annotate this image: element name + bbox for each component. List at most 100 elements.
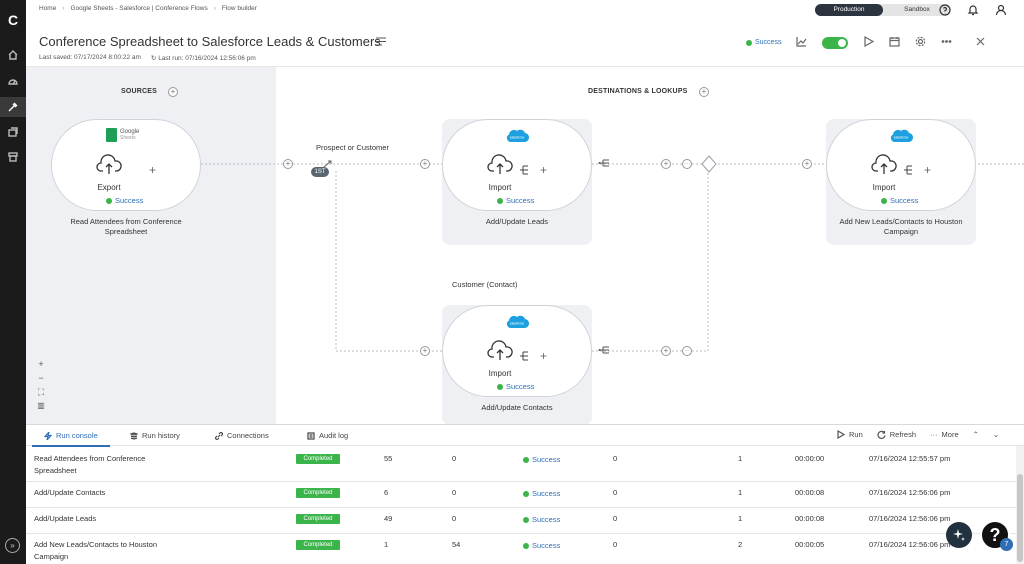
add-step-button[interactable]: + bbox=[283, 159, 293, 169]
row-count: 1 bbox=[738, 454, 743, 463]
mapping-icon[interactable] bbox=[519, 165, 529, 175]
table-row[interactable]: Add New Leads/Contacts to Houston Campai… bbox=[26, 534, 1016, 564]
breadcrumb-current: Flow builder bbox=[221, 5, 257, 12]
branch-tree-icon[interactable] bbox=[598, 345, 610, 355]
step-bubble[interactable]: salesforce + Import Success bbox=[442, 305, 592, 397]
tab-connections[interactable]: Connections bbox=[215, 431, 269, 440]
salesforce-logo-icon: salesforce bbox=[890, 129, 913, 143]
table-row[interactable]: Add/Update Leads Completed 49 0 Success … bbox=[26, 508, 1016, 534]
panel-scrollbar[interactable] bbox=[1016, 446, 1024, 564]
tools-icon[interactable] bbox=[0, 97, 26, 117]
add-step-button[interactable]: + bbox=[802, 159, 812, 169]
notifications-bell-icon[interactable] bbox=[966, 3, 980, 17]
step-bubble[interactable]: salesforce + Import Success bbox=[826, 119, 976, 211]
archive-icon[interactable] bbox=[4, 148, 22, 166]
env-production[interactable]: Production bbox=[815, 4, 883, 16]
add-step-button[interactable]: + bbox=[661, 346, 671, 356]
step-name: Read Attendees from Conference Spreadshe… bbox=[70, 217, 182, 236]
home-icon[interactable] bbox=[4, 46, 22, 64]
destination-step-contacts[interactable]: salesforce + Import Success Add/Update C… bbox=[442, 305, 592, 425]
table-row[interactable]: Add/Update Contacts Completed 6 0 Succes… bbox=[26, 482, 1016, 508]
environment-switch[interactable]: Production Sandbox bbox=[815, 4, 951, 16]
breadcrumb-integration[interactable]: Google Sheets - Salesforce | Conference … bbox=[70, 5, 208, 12]
branch-tree-icon[interactable] bbox=[598, 158, 610, 168]
tab-run-history[interactable]: Run history bbox=[130, 431, 180, 440]
add-destination-button[interactable]: + bbox=[699, 87, 709, 97]
svg-text:salesforce: salesforce bbox=[510, 136, 525, 140]
completed-badge: Completed bbox=[296, 488, 340, 498]
settings-gear-icon[interactable] bbox=[915, 36, 926, 49]
mapping-icon[interactable] bbox=[519, 351, 529, 361]
edit-branch-icon[interactable] bbox=[322, 159, 334, 169]
link-icon bbox=[215, 431, 223, 440]
cloud-import-icon bbox=[871, 154, 897, 174]
destination-step-leads[interactable]: salesforce + Import Success Add/Update L… bbox=[442, 119, 592, 245]
refresh-button[interactable]: Refresh bbox=[877, 430, 916, 439]
dashboard-icon[interactable] bbox=[4, 72, 22, 90]
breadcrumb-home[interactable]: Home bbox=[39, 5, 57, 12]
more-options-icon[interactable]: ··· bbox=[682, 346, 692, 356]
collapse-down-icon[interactable]: ⌄ bbox=[992, 430, 1000, 439]
env-sandbox[interactable]: Sandbox bbox=[904, 6, 930, 13]
more-button[interactable]: ···More bbox=[930, 430, 959, 439]
run-button[interactable]: Run bbox=[836, 430, 863, 439]
close-icon[interactable] bbox=[975, 36, 986, 49]
tab-run-console[interactable]: Run console bbox=[32, 431, 110, 447]
row-count: 1 bbox=[738, 488, 743, 497]
zoom-out-button[interactable]: − bbox=[38, 373, 44, 383]
row-duration: 00:00:08 bbox=[795, 488, 825, 497]
status-dot-icon bbox=[523, 516, 529, 523]
fit-to-screen-icon[interactable]: ⛶ bbox=[37, 387, 45, 397]
add-step-plus-icon[interactable]: + bbox=[924, 163, 932, 177]
branch-order-badge: 1ST bbox=[311, 167, 329, 177]
ai-assistant-button[interactable] bbox=[946, 522, 972, 548]
add-step-plus-icon[interactable]: + bbox=[540, 349, 548, 363]
chevron-right-icon: › bbox=[62, 5, 65, 12]
mapping-icon[interactable] bbox=[903, 165, 913, 175]
breadcrumb: Home › Google Sheets - Salesforce | Conf… bbox=[39, 5, 257, 12]
user-profile-icon[interactable] bbox=[994, 3, 1008, 17]
run-flow-icon[interactable] bbox=[863, 35, 875, 49]
destination-step-campaign[interactable]: salesforce + Import Success Add New Lead… bbox=[826, 119, 976, 245]
panel-tabs: Run console Run history Connections Audi… bbox=[26, 425, 1024, 447]
row-duration: 00:00:08 bbox=[795, 514, 825, 523]
status-dot-icon bbox=[523, 490, 529, 497]
add-step-plus-icon[interactable]: + bbox=[540, 163, 548, 177]
add-step-plus-icon[interactable]: + bbox=[149, 163, 157, 177]
app-logo[interactable]: C bbox=[7, 12, 19, 28]
add-step-button[interactable]: + bbox=[420, 159, 430, 169]
scrollbar-thumb[interactable] bbox=[1017, 474, 1023, 562]
row-count: 0 bbox=[452, 514, 457, 523]
minimap-icon[interactable]: ▥ bbox=[37, 401, 45, 410]
branch-label-prospect-or-customer[interactable]: Prospect or Customer bbox=[316, 143, 389, 152]
schedule-calendar-icon[interactable] bbox=[889, 36, 901, 49]
expand-nav-icon[interactable]: » bbox=[5, 538, 20, 553]
row-timestamp: 07/16/2024 12:56:06 pm bbox=[869, 488, 951, 497]
branch-label-customer-contact[interactable]: Customer (Contact) bbox=[452, 280, 518, 289]
add-source-button[interactable]: + bbox=[168, 87, 178, 97]
row-step-name: Add/Update Leads bbox=[34, 514, 97, 523]
flow-canvas[interactable]: SOURCES + DESTINATIONS & LOOKUPS + + Pro… bbox=[26, 66, 1024, 425]
step-bubble[interactable]: salesforce + Import Success bbox=[442, 119, 592, 211]
add-step-button[interactable]: + bbox=[420, 346, 430, 356]
row-count: 0 bbox=[613, 488, 618, 497]
sources-title: SOURCES bbox=[121, 88, 158, 95]
description-icon[interactable] bbox=[376, 37, 386, 46]
zoom-in-button[interactable]: + bbox=[38, 359, 44, 369]
page-title[interactable]: Conference Spreadsheet to Salesforce Lea… bbox=[39, 34, 381, 49]
more-options-icon[interactable]: ··· bbox=[682, 159, 692, 169]
salesforce-logo-icon: salesforce bbox=[506, 129, 529, 143]
resources-icon[interactable] bbox=[4, 123, 22, 141]
row-status: Success bbox=[523, 541, 560, 550]
dashboard-chart-icon[interactable] bbox=[796, 36, 807, 49]
help-icon[interactable] bbox=[938, 3, 952, 17]
add-step-button[interactable]: + bbox=[661, 159, 671, 169]
tab-audit-log[interactable]: Audit log bbox=[307, 431, 348, 440]
collapse-up-icon[interactable]: ⌃ bbox=[972, 430, 979, 439]
status-dot-icon bbox=[523, 542, 529, 549]
table-row[interactable]: Read Attendees from Conference Spreadshe… bbox=[26, 450, 1016, 482]
flow-enable-toggle[interactable] bbox=[822, 36, 849, 49]
more-options-icon[interactable] bbox=[941, 36, 952, 49]
